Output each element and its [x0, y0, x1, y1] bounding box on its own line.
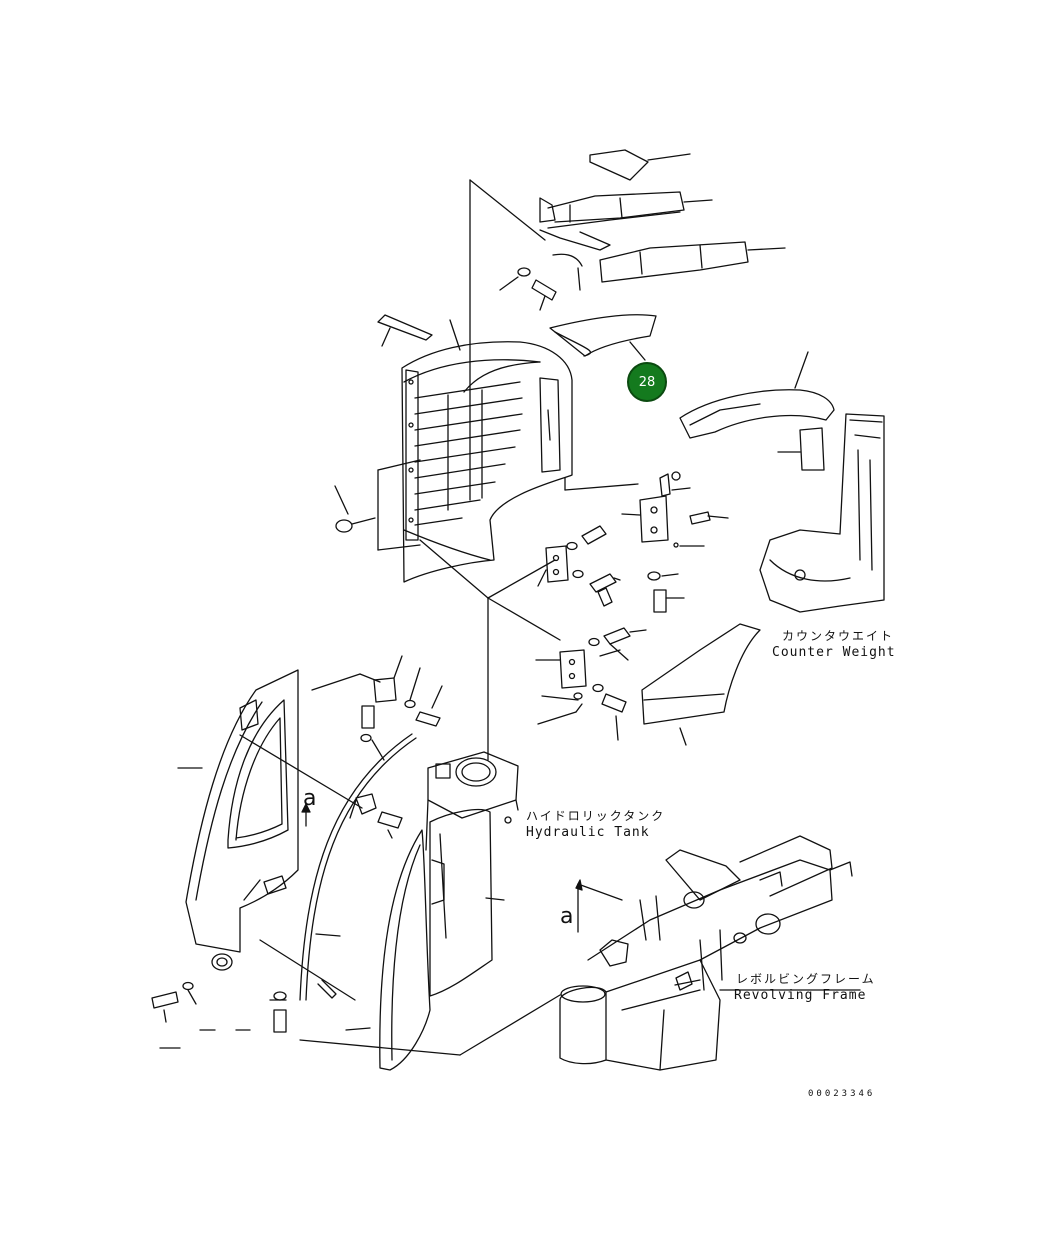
rod-part: [377, 314, 433, 347]
drawing-number: 00023346: [808, 1089, 876, 1099]
long-cover-plate: [599, 241, 786, 283]
small-seal: [777, 427, 825, 471]
lower-fasteners: [151, 981, 287, 1049]
hydraulic-tank-label-jp: ハイドロリックタンク: [526, 809, 666, 823]
push-rivet: [334, 485, 376, 533]
lower-hinge-bracket: [535, 627, 647, 741]
right-top-cover: [679, 351, 835, 439]
rear-fender-cover: [641, 623, 761, 746]
front-left-cover: [345, 829, 431, 1071]
counterweight-label-jp: カウンタウエイト: [782, 629, 895, 643]
top-small-cover-plate: [589, 149, 691, 181]
part-callout-28[interactable]: 28: [627, 362, 667, 402]
view-a-letter-lower: a: [560, 904, 574, 929]
small-clip-and-bolt: [499, 253, 583, 311]
middle-hinge-bracket: [537, 525, 621, 607]
hydraulic-tank-top: [425, 751, 519, 851]
counterweight: [759, 413, 885, 613]
front-grille-panel: [401, 341, 573, 583]
tank-side-cover: [429, 809, 505, 997]
revolving-frame: [559, 835, 861, 1071]
gas-spring-strut: [299, 733, 417, 1001]
curved-seal-plate: [549, 314, 657, 361]
left-door-panel: [177, 669, 299, 971]
counterweight-label-en: Counter Weight: [772, 645, 896, 660]
leader-lines: [239, 179, 701, 1056]
revolving-frame-label-jp: レボルビングフレーム: [736, 972, 876, 986]
view-arrow-a-upper: [301, 803, 311, 827]
hydraulic-tank-label-en: Hydraulic Tank: [526, 825, 650, 840]
right-hinge-bracket: [621, 471, 729, 613]
revolving-frame-label-en: Revolving Frame: [734, 988, 867, 1003]
left-bracket-group: [360, 655, 443, 761]
view-a-letter-upper: a: [303, 786, 317, 811]
view-arrow-a-lower: [575, 879, 623, 933]
upper-bracket-cover: [539, 191, 713, 251]
